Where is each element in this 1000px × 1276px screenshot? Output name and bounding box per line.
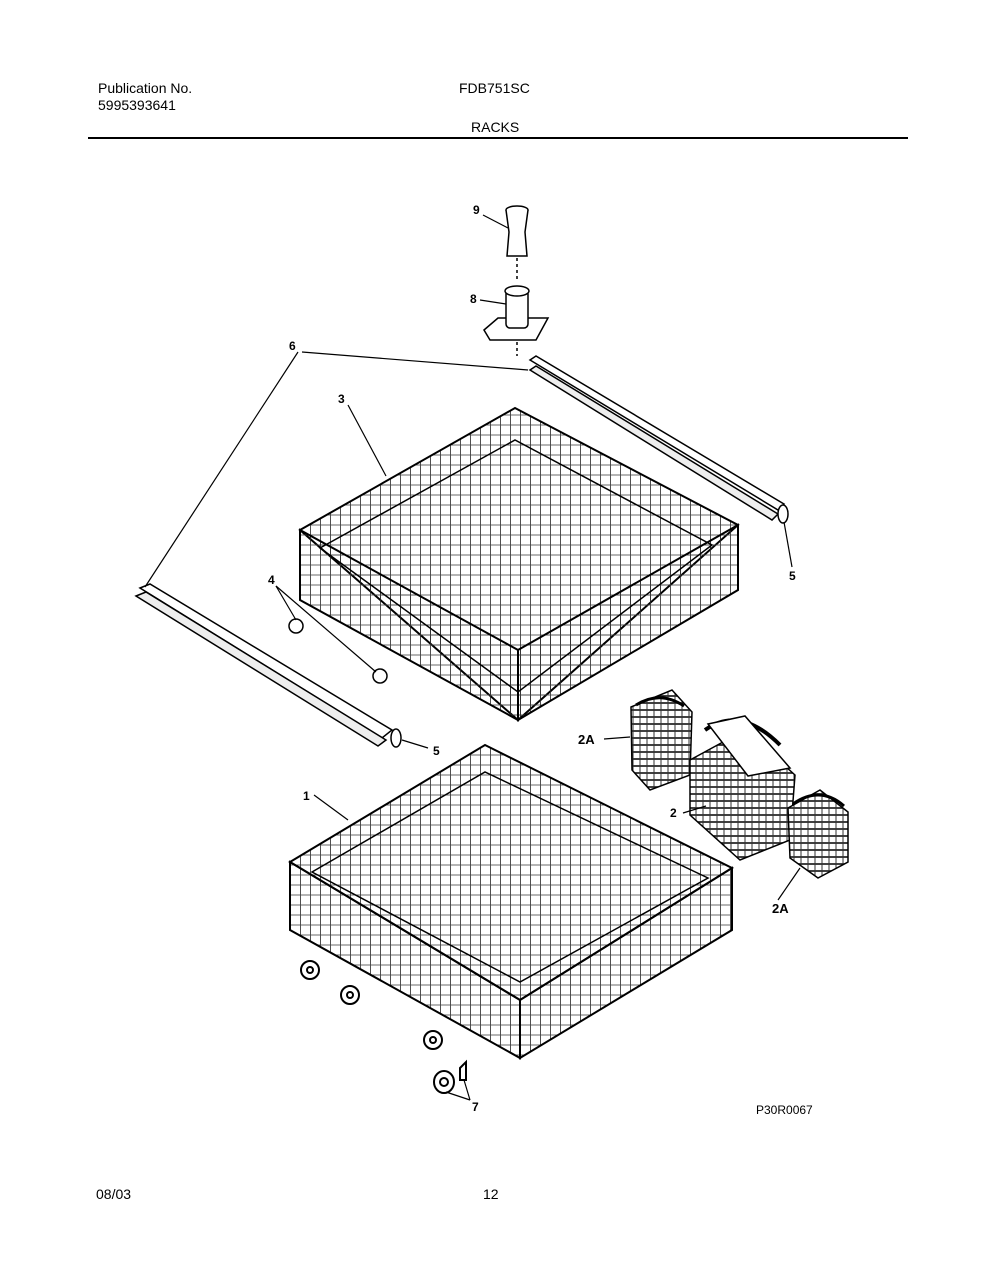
footer-date: 08/03 xyxy=(96,1186,132,1202)
header-rule xyxy=(88,137,908,139)
part-1-lower-rack xyxy=(288,743,735,1060)
callout-7: 7 xyxy=(472,1100,479,1114)
callout-9: 9 xyxy=(473,203,480,217)
drawing-code: P30R0067 xyxy=(756,1103,813,1117)
page-number: 12 xyxy=(483,1186,499,1202)
callout-5-right: 5 xyxy=(789,569,796,583)
callout-2a-left: 2A xyxy=(578,732,595,747)
part-6-rail-right xyxy=(528,355,789,524)
part-6-rail-left xyxy=(134,583,402,748)
part-4-screws xyxy=(288,618,388,684)
section-title: RACKS xyxy=(471,119,520,135)
callout-6: 6 xyxy=(289,339,296,353)
callout-5-left: 5 xyxy=(433,744,440,758)
callout-labels: 9 8 6 3 5 4 5 2A 1 2 2A 7 P30R0067 xyxy=(268,203,813,1117)
model-number: FDB751SC xyxy=(459,80,530,96)
callout-2a-right: 2A xyxy=(772,901,789,916)
callout-8: 8 xyxy=(470,292,477,306)
part-2a-basket-right xyxy=(787,789,849,879)
callout-4: 4 xyxy=(268,573,275,587)
part-8-mount xyxy=(483,285,550,356)
callout-1: 1 xyxy=(303,789,310,803)
part-9-nozzle xyxy=(505,205,529,280)
lower-rack-wheels xyxy=(300,960,443,1050)
publication-label: Publication No. xyxy=(98,80,193,96)
part-2a-basket-left xyxy=(630,689,693,791)
callout-2: 2 xyxy=(670,806,677,820)
part-7-wheel xyxy=(433,1059,467,1094)
part-2-basket-center xyxy=(689,715,796,861)
leader-lines xyxy=(144,214,801,1101)
callout-3: 3 xyxy=(338,392,345,406)
publication-number: 5995393641 xyxy=(98,97,176,113)
part-3-upper-rack xyxy=(298,406,740,722)
